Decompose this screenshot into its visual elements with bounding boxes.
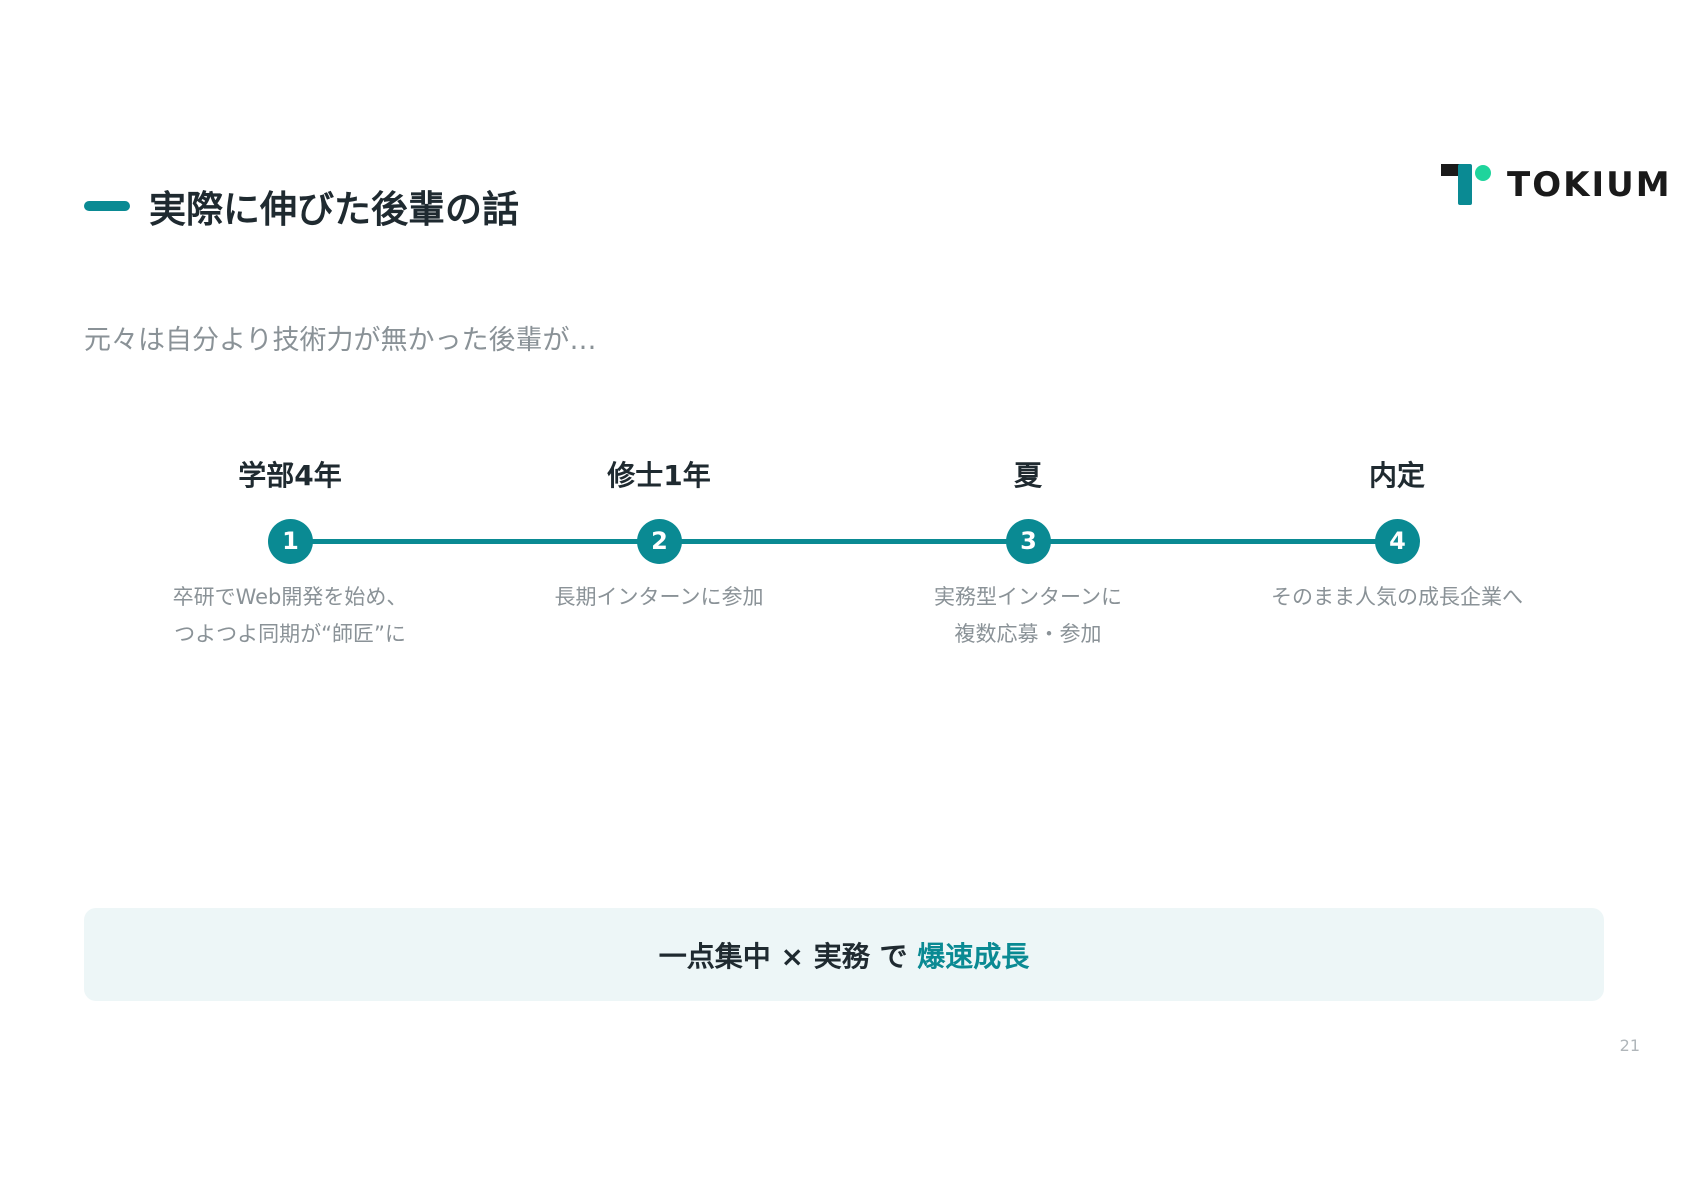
timeline: 学部4年 1 卒研でWeb開発を始め、 つよつよ同期が“師匠”に 修士1年 2 … xyxy=(130,459,1557,653)
step-number-badge: 3 xyxy=(1006,519,1051,564)
title-accent-bar xyxy=(84,201,130,211)
logo-wordmark: TOKIUM xyxy=(1507,165,1672,205)
page-title: 実際に伸びた後輩の話 xyxy=(149,188,519,231)
summary-banner: 一点集中 × 実務 で 爆速成長 xyxy=(84,908,1604,1001)
step-label: 夏 xyxy=(1013,459,1042,492)
step-description-line: 複数応募・参加 xyxy=(954,622,1102,646)
step-number-badge: 2 xyxy=(637,519,682,564)
banner-accent-text: 爆速成長 xyxy=(917,939,1030,973)
step-description-line: 実務型インターンに xyxy=(934,585,1122,609)
step-description-line: 卒研でWeb開発を始め、 xyxy=(172,585,408,609)
step-description: 実務型インターンに 複数応募・参加 xyxy=(868,579,1188,653)
step-description-line: つよつよ同期が“師匠”に xyxy=(174,622,406,646)
step-description: そのまま人気の成長企業へ xyxy=(1237,579,1557,616)
step-description-line: そのまま人気の成長企業へ xyxy=(1271,585,1523,609)
step-description-line: 長期インターンに参加 xyxy=(554,585,764,609)
step-number-badge: 4 xyxy=(1375,519,1420,564)
step-number-badge: 1 xyxy=(268,519,313,564)
page-number: 21 xyxy=(1619,1036,1640,1055)
tokium-logo-icon xyxy=(1441,164,1491,205)
step-label: 修士1年 xyxy=(607,459,711,492)
step-label: 内定 xyxy=(1368,459,1425,492)
intro-text: 元々は自分より技術力が無かった後輩が… xyxy=(84,325,597,356)
banner-text: 一点集中 × 実務 で xyxy=(658,939,918,973)
step-description: 長期インターンに参加 xyxy=(499,579,819,616)
step-label: 学部4年 xyxy=(238,459,342,492)
timeline-connector-line xyxy=(290,539,1400,544)
tokium-logo: TOKIUM xyxy=(1441,164,1672,206)
step-description: 卒研でWeb開発を始め、 つよつよ同期が“師匠”に xyxy=(130,579,450,653)
